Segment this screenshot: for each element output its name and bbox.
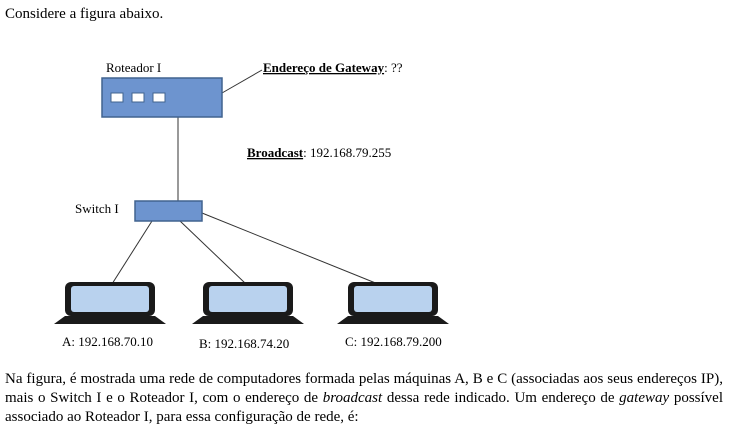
switch-label: Switch I [75, 201, 119, 216]
switch-icon [134, 200, 203, 222]
computer-a-label: A: 192.168.70.10 [62, 334, 153, 349]
gateway-annotation: Endereço de Gateway: ?? [263, 60, 403, 75]
router-icon [101, 77, 223, 118]
question-paragraph: Na figura, é mostrada uma rede de comput… [5, 370, 723, 427]
paragraph-part-2: dessa rede indicado. Um endereço de [382, 390, 620, 406]
intro-text: Considere a figura abaixo. [5, 6, 164, 22]
laptop-a-icon [54, 282, 166, 324]
laptop-b-icon [192, 282, 304, 324]
computer-c-label: C: 192.168.79.200 [345, 334, 442, 349]
connection-lines [111, 69, 379, 285]
router-port-2 [131, 92, 145, 103]
computer-b-label: B: 192.168.74.20 [199, 336, 289, 351]
gateway-value: : ?? [384, 60, 403, 75]
broadcast-value: : 192.168.79.255 [303, 145, 391, 160]
network-diagram: Roteador I Endereço de Gateway: ?? Broad… [54, 60, 449, 351]
switch-laptop-c-line [201, 212, 379, 285]
paragraph-italic-broadcast: broadcast [322, 390, 383, 406]
broadcast-annotation: Broadcast: 192.168.79.255 [247, 145, 391, 160]
paragraph-italic-gateway: gateway [619, 390, 670, 406]
laptop-c-icon [337, 282, 449, 324]
broadcast-label: Broadcast [247, 145, 304, 160]
router-port-1 [110, 92, 124, 103]
router-port-3 [152, 92, 166, 103]
paragraph-part-3: possível associado ao Roteador I, para e… [5, 390, 723, 425]
router-label: Roteador I [106, 60, 161, 75]
paragraph-part-1: Na figura, é mostrada uma rede de comput… [5, 371, 723, 406]
switch-laptop-b-line [179, 220, 247, 285]
gateway-label: Endereço de Gateway [263, 60, 385, 75]
switch-laptop-a-line [111, 220, 153, 285]
router-gateway-line [221, 69, 263, 94]
